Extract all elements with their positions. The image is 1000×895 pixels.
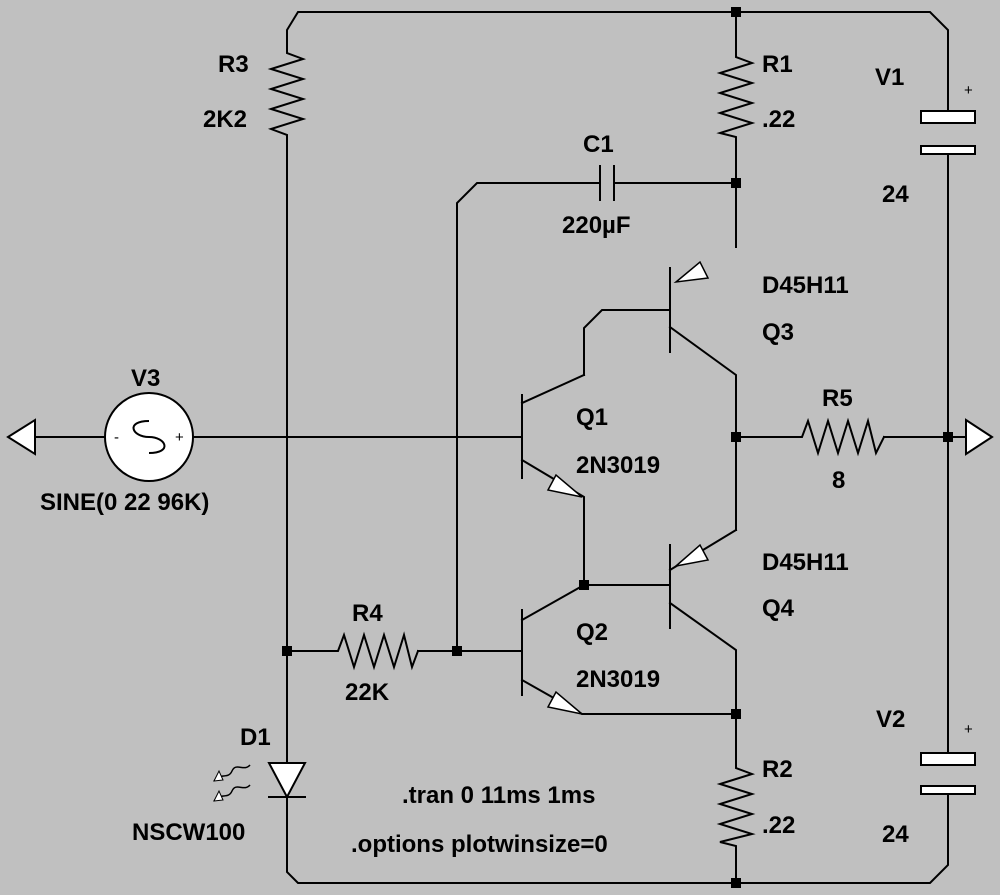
led-d1[interactable] [213, 761, 307, 802]
wire-q1-collector [520, 373, 586, 405]
v1-ref: V1 [875, 64, 904, 91]
junction [731, 878, 741, 888]
junction [579, 580, 589, 590]
capacitor-c1[interactable] [599, 165, 615, 201]
v2-value: 24 [882, 821, 909, 848]
wire-bottom-rail [286, 796, 949, 884]
v1-plus: + [964, 82, 973, 99]
wire-q3-base [583, 309, 671, 376]
resistor-r2[interactable] [716, 761, 756, 849]
r2-ref: R2 [762, 756, 793, 783]
d1-value: NSCW100 [132, 819, 245, 846]
resistor-r1[interactable] [716, 46, 756, 141]
transistor-q2[interactable] [521, 609, 583, 715]
transistor-q3[interactable] [669, 260, 710, 353]
r4-value: 22K [345, 679, 390, 706]
wire-q1-emitter [520, 458, 585, 586]
d1-ref: D1 [240, 724, 271, 751]
q3-type: D45H11 [762, 272, 849, 299]
junction [452, 646, 462, 656]
c1-value: 220µF [562, 212, 631, 239]
r3-value: 2K2 [203, 106, 247, 133]
resistor-r4[interactable] [329, 631, 420, 671]
q1-type: 2N3019 [576, 452, 660, 479]
resistor-r3[interactable] [267, 42, 307, 141]
junction [282, 646, 292, 656]
r5-value: 8 [832, 467, 845, 494]
wire-q3-collector [668, 325, 737, 531]
transistor-q1[interactable] [521, 394, 583, 498]
labels: R3 2K2 R1 .22 C1 220µF V1 + 24 D45H11 Q3… [40, 51, 973, 858]
junction [731, 178, 741, 188]
sine-source-v3[interactable] [104, 392, 194, 482]
wire-q4-collector [668, 601, 737, 763]
output-port-icon[interactable] [965, 418, 994, 456]
r5-ref: R5 [822, 385, 853, 412]
wire-c1-left [456, 182, 599, 652]
v2-ref: V2 [876, 706, 905, 733]
v3-plus: + [175, 429, 184, 446]
arrow-head-icon [213, 769, 224, 782]
r4-ref: R4 [352, 600, 383, 627]
q2-type: 2N3019 [576, 666, 660, 693]
v3-minus: - [114, 429, 119, 446]
directive-tran[interactable]: .tran 0 11ms 1ms [402, 782, 595, 809]
q2-ref: Q2 [576, 619, 608, 646]
q4-type: D45H11 [762, 549, 849, 576]
v3-ref: V3 [131, 365, 160, 392]
junction [943, 432, 953, 442]
resistor-r5[interactable] [793, 417, 886, 457]
v3-value: SINE(0 22 96K) [40, 489, 209, 516]
junction [731, 709, 741, 719]
battery-v1[interactable] [920, 84, 976, 159]
junctions [282, 7, 953, 888]
r2-value: .22 [762, 812, 795, 839]
v1-value: 24 [882, 181, 909, 208]
directive-options[interactable]: .options plotwinsize=0 [351, 831, 608, 858]
wire-top-rail [286, 11, 949, 86]
transistor-q4[interactable] [669, 543, 710, 629]
q4-ref: Q4 [762, 595, 795, 622]
wire-q2-collector [520, 583, 586, 622]
c1-ref: C1 [583, 131, 614, 158]
battery-v2[interactable] [920, 741, 976, 798]
junction [731, 432, 741, 442]
v2-plus: + [964, 721, 973, 738]
q1-ref: Q1 [576, 404, 608, 431]
r3-ref: R3 [218, 51, 249, 78]
r1-value: .22 [762, 106, 795, 133]
arrow-head-icon [213, 789, 224, 802]
q3-ref: Q3 [762, 319, 794, 346]
r1-ref: R1 [762, 51, 793, 78]
input-port-icon[interactable] [6, 418, 36, 456]
junction [731, 7, 741, 17]
